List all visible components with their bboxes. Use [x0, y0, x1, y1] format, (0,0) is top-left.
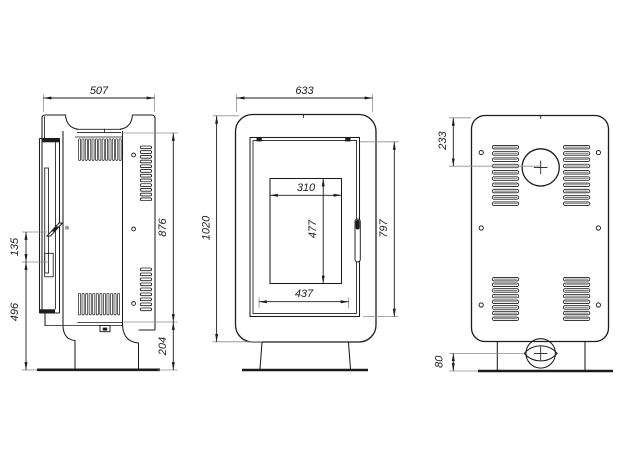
- side-door-top-seal: [41, 138, 59, 143]
- side-pedestal-rear: [121, 325, 155, 370]
- side-pedestal-front: [62, 325, 76, 369]
- front-glass: [269, 177, 343, 285]
- back-bottom-outlet-lens: [523, 345, 558, 362]
- dim-797-extensions: [360, 141, 399, 317]
- back-view: 233 80: [434, 114, 613, 373]
- side-walls: [62, 131, 124, 326]
- back-screw-6: [595, 302, 601, 308]
- back-vent-top-left: [491, 144, 520, 206]
- dim-797-label: 797: [378, 218, 390, 237]
- side-latch-pin: [102, 327, 108, 331]
- dim-633-label: 633: [295, 85, 314, 97]
- side-ash-box: [44, 252, 54, 278]
- side-bottom-deck: [45, 322, 123, 326]
- back-outlet-cross: [533, 346, 548, 361]
- back-screw-3: [478, 225, 484, 231]
- side-top-deck: [75, 128, 123, 138]
- front-hinge-right: [345, 138, 351, 142]
- front-pedestal: [259, 342, 352, 370]
- dim-437-label: 437: [295, 288, 314, 300]
- back-flue-outlet: [521, 148, 560, 187]
- back-screw-1: [478, 150, 484, 156]
- side-door-bottom-seal: [39, 309, 55, 313]
- back-vent-bottom-left: [491, 276, 520, 321]
- dim-80-extensions: [449, 353, 525, 372]
- back-body: [470, 114, 610, 343]
- side-screw-2: [131, 226, 136, 232]
- dim-204-label: 204: [157, 337, 169, 356]
- front-door-handle: [354, 218, 361, 263]
- dim-80-label: 80: [434, 355, 446, 368]
- back-vent-top-right: [562, 144, 591, 206]
- back-legs: [496, 341, 586, 370]
- dim-1020-label: 1020: [201, 215, 213, 240]
- dim-233-label: 233: [437, 130, 449, 150]
- side-handle-grip: [51, 226, 59, 232]
- side-view: 507 876 204 135 496: [9, 85, 178, 372]
- front-handle-grip: [355, 220, 360, 230]
- side-top-right-profile: [119, 114, 156, 330]
- dim-310-label: 310: [297, 182, 316, 194]
- back-vent-bottom-right: [562, 276, 591, 321]
- front-body: [234, 113, 377, 343]
- side-rear-top-slots: [139, 145, 153, 202]
- side-screw-1: [131, 152, 136, 158]
- back-flue-cross: [533, 160, 548, 175]
- back-bottom-outlet: [525, 338, 556, 369]
- front-hinge-left: [256, 138, 262, 142]
- side-handle-pivot: [65, 225, 69, 230]
- dim-496-label: 496: [9, 302, 21, 321]
- dim-1020-extensions: [212, 115, 262, 343]
- dim-135-label: 135: [9, 237, 21, 256]
- side-screw-3: [131, 301, 136, 306]
- side-bottom-vent-slats: [78, 292, 121, 316]
- side-top-left-profile: [41, 114, 79, 130]
- dim-477-label: 477: [307, 219, 319, 238]
- dim-876-extensions: [122, 132, 178, 323]
- side-top-vent-slats: [78, 138, 122, 161]
- back-screw-5: [478, 302, 484, 308]
- front-view: 633 1020 310 477 437 797: [201, 85, 399, 372]
- back-screw-4: [595, 225, 601, 231]
- side-rear-bottom-slots: [139, 267, 153, 312]
- back-screw-2: [595, 150, 601, 156]
- dim-507-label: 507: [90, 85, 109, 97]
- side-glass-strip: [44, 167, 49, 274]
- dim-876-label: 876: [157, 217, 169, 236]
